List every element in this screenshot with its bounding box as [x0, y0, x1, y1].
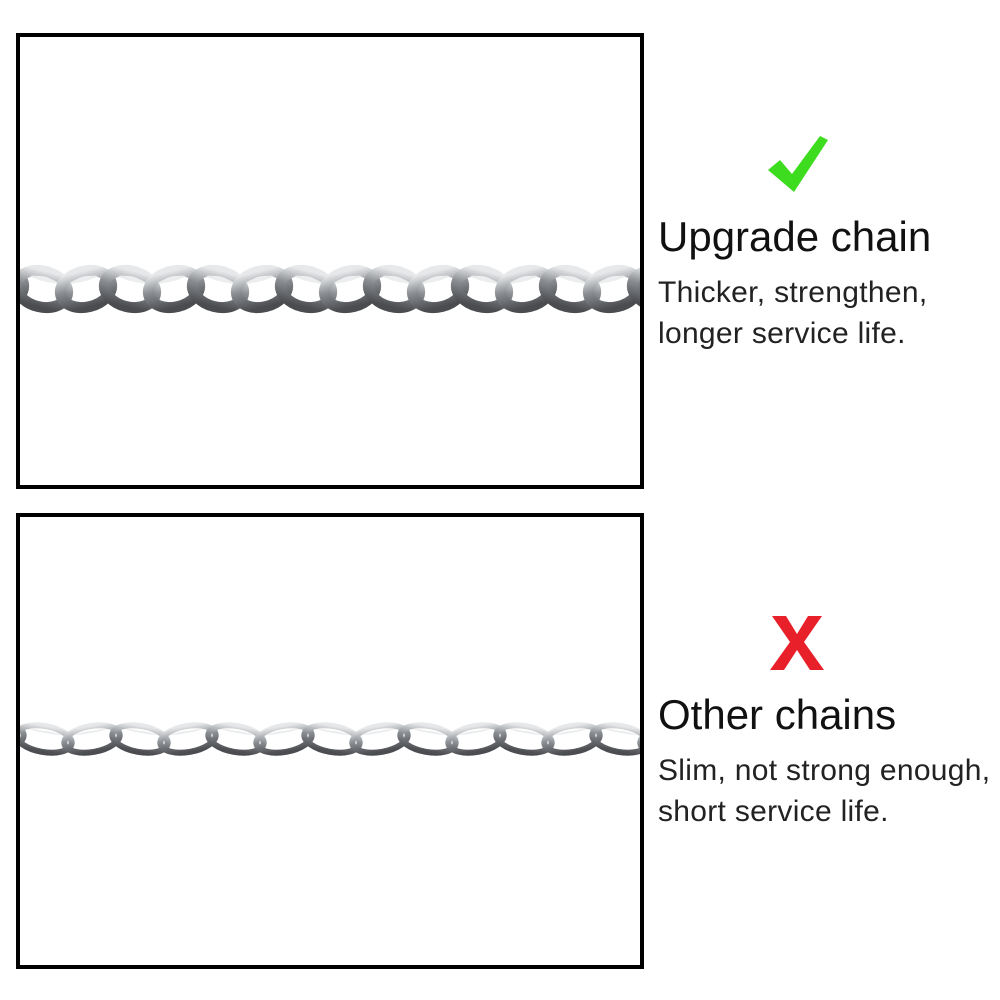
- upgrade-chain-description: Thicker, strengthen, longer service life…: [658, 276, 928, 350]
- chain-link: [253, 722, 315, 756]
- chain-link: [362, 264, 426, 314]
- chain-link-highlight: [267, 729, 298, 735]
- thick-chain-photo-frame: [16, 33, 644, 489]
- chain-link: [318, 264, 382, 314]
- chain-link: [109, 722, 171, 756]
- chain-link: [541, 722, 603, 756]
- chain-link: [230, 264, 294, 314]
- chain-link: [142, 264, 206, 314]
- thick-chain-photo: [20, 264, 640, 314]
- chain-link-highlight: [157, 275, 186, 284]
- chain-link: [20, 264, 30, 314]
- chain-link: [157, 722, 219, 756]
- chain-link-highlight: [509, 275, 538, 284]
- chain-link: [20, 722, 75, 756]
- x-mark-icon: [770, 616, 824, 670]
- chain-link-highlight: [606, 729, 637, 735]
- chain-link-highlight: [318, 729, 349, 735]
- chain-link-highlight: [510, 729, 541, 735]
- chain-link-highlight: [75, 729, 106, 735]
- chain-link-highlight: [30, 275, 59, 284]
- chain-link-highlight: [470, 275, 499, 284]
- chain-link-highlight: [382, 275, 411, 284]
- chain-link-highlight: [69, 275, 98, 284]
- chain-link-highlight: [421, 275, 450, 284]
- chain-link: [349, 722, 411, 756]
- other-chains-heading: Other chains: [658, 691, 897, 738]
- thin-chain-photo: [20, 722, 640, 756]
- chain-link: [589, 722, 640, 756]
- chain-link-highlight: [294, 275, 323, 284]
- chain-link: [301, 722, 363, 756]
- chain-link: [397, 722, 459, 756]
- chain-link: [582, 264, 640, 314]
- chain-link-highlight: [126, 729, 157, 735]
- chain-link: [54, 264, 118, 314]
- upgrade-chain-heading: Upgrade chain: [658, 213, 932, 260]
- chain-link-highlight: [363, 729, 394, 735]
- chain-link: [493, 722, 555, 756]
- chain-link: [205, 722, 267, 756]
- chain-link-highlight: [30, 729, 61, 735]
- upgrade-chain-panel: Upgrade chain Thicker, strengthen, longe…: [658, 130, 998, 354]
- other-chains-panel: Other chains Slim, not strong enough, sh…: [658, 608, 998, 832]
- chain-link-highlight: [597, 275, 626, 284]
- chain-link: [274, 264, 338, 314]
- chain-link-highlight: [555, 729, 586, 735]
- chain-link-highlight: [206, 275, 235, 284]
- chain-link: [450, 264, 514, 314]
- chain-link-highlight: [118, 275, 147, 284]
- chain-link: [98, 264, 162, 314]
- chain-link: [20, 722, 27, 756]
- chain-link-highlight: [245, 275, 274, 284]
- chain-link-highlight: [222, 729, 253, 735]
- chain-link-highlight: [558, 275, 587, 284]
- checkmark-icon: [768, 136, 828, 192]
- chain-link: [20, 264, 74, 314]
- chain-link: [406, 264, 470, 314]
- chain-link: [538, 264, 602, 314]
- chain-link-highlight: [459, 729, 490, 735]
- chain-link-highlight: [333, 275, 362, 284]
- chain-link: [186, 264, 250, 314]
- chain-link: [61, 722, 123, 756]
- thin-chain-photo-frame: [16, 513, 644, 969]
- chain-link-highlight: [171, 729, 202, 735]
- other-chains-description: Slim, not strong enough, short service l…: [658, 754, 991, 828]
- chain-link-highlight: [414, 729, 445, 735]
- chain-link: [494, 264, 558, 314]
- chain-link: [445, 722, 507, 756]
- chain-link: [626, 264, 640, 314]
